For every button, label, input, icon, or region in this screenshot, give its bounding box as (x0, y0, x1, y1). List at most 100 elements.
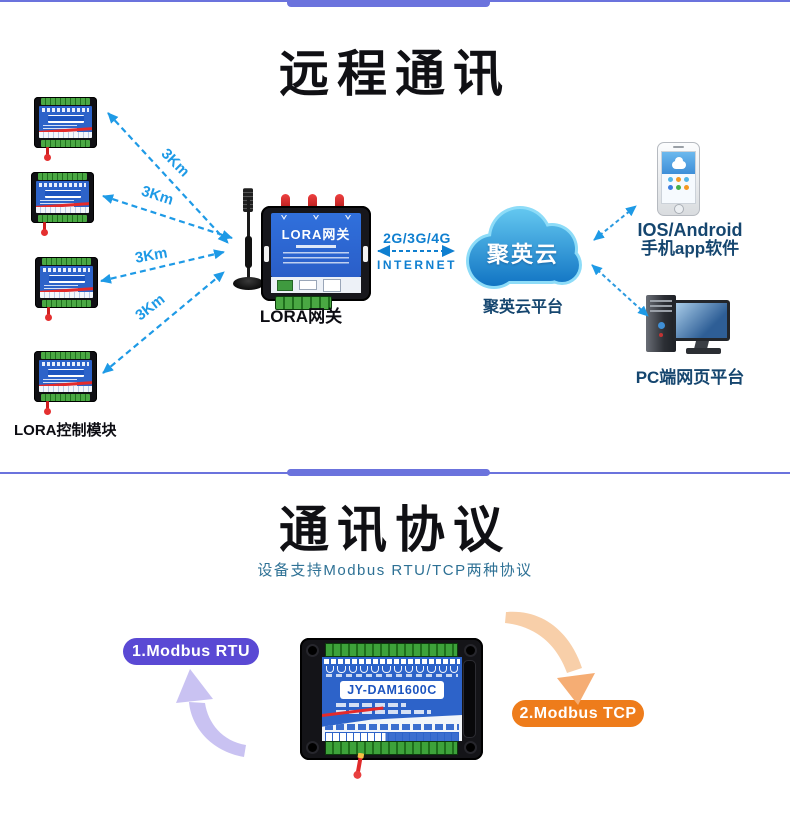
device-spec-line (336, 703, 406, 707)
internet-link: 2G/3G/4G INTERNET (371, 230, 463, 272)
app-cloud-icon (672, 157, 686, 169)
protocol-section-subtitle: 设备支持Modbus RTU/TCP两种协议 (257, 562, 533, 579)
module-antenna-icon (41, 222, 48, 236)
lora-gateway-device: LORA网关 (261, 194, 371, 310)
module-antenna-icon (44, 401, 51, 415)
ethernet-port-icon (323, 278, 341, 292)
module-face (39, 106, 92, 138)
module-terminal-bottom (42, 300, 91, 307)
cloud-icon (466, 206, 582, 289)
gateway-terminal-block (275, 296, 332, 310)
pc-screen (676, 303, 727, 338)
terminal-number-boxes (325, 732, 459, 741)
device-side-slot (463, 660, 476, 738)
module-led-row (39, 183, 86, 187)
top-rule-accent (287, 0, 490, 7)
corner-screw (464, 644, 477, 657)
gateway-antenna-icon (281, 194, 290, 209)
module-led-row (42, 108, 89, 112)
module-model-plate (47, 369, 84, 377)
desktop-computer-icon (646, 291, 734, 359)
cloud-name: 聚英云 (486, 242, 559, 267)
lora-module-1 (34, 97, 97, 161)
module-antenna-icon (45, 307, 52, 321)
gateway-model-line (296, 245, 336, 248)
gateway-antenna-icon (335, 194, 344, 209)
divider-rule-accent (287, 469, 490, 476)
wireless-link-arrow-4 (102, 271, 225, 374)
gateway-face: LORA网关 (271, 213, 361, 277)
gateway-spec-text (283, 252, 349, 265)
module-bottom-strip (39, 132, 92, 138)
module-terminal-top (42, 258, 91, 265)
corner-screw (464, 741, 477, 754)
smartphone-icon (657, 142, 700, 216)
modules-caption: LORA控制模块 (14, 422, 117, 439)
gateway-mount-slot (363, 246, 368, 262)
modbus-rtu-tag: 1.Modbus RTU (123, 638, 259, 665)
phone-screen (661, 151, 696, 204)
module-led-row (43, 268, 90, 272)
device-terminal-top (325, 643, 458, 657)
modbus-tcp-tag: 2.Modbus TCP (512, 700, 644, 727)
relay-symbol-row (322, 664, 462, 673)
pc-tower (646, 295, 676, 352)
wireless-link-arrow-2 (102, 194, 233, 240)
corner-screw (306, 644, 319, 657)
link-distance-label-2: 3Km (139, 183, 175, 209)
gateway-antenna-icon (308, 194, 317, 209)
lora-module-3 (35, 257, 98, 321)
module-terminal-top (41, 352, 90, 359)
pc-drive-bays (650, 300, 672, 313)
module-face (39, 360, 92, 392)
pc-led (659, 333, 663, 337)
wireless-link-arrow-1 (107, 112, 229, 244)
module-terminal-top (41, 98, 90, 105)
module-terminal-bottom (41, 140, 90, 147)
pc-caption: PC端网页平台 (635, 368, 745, 387)
protocol-section-title: 通讯协议 (279, 502, 511, 558)
module-led-row (42, 362, 89, 366)
module-terminal-top (38, 173, 87, 180)
module-model-plate (44, 190, 81, 198)
gateway-face-title: LORA网关 (281, 227, 351, 242)
phone-caption-line2: 手机app软件 (640, 239, 740, 259)
antenna-base (233, 277, 264, 290)
phone-app-grid (662, 174, 695, 190)
cloud-caption: 聚英云平台 (482, 299, 563, 316)
phone-caption: IOS/Android 手机app软件 (628, 220, 752, 259)
terminal-number-row (324, 659, 460, 664)
power-terminal-icon (277, 279, 293, 291)
phone-home-button (673, 204, 684, 214)
device-terminal-bottom (325, 741, 458, 755)
input-glyph-row (325, 724, 459, 730)
sim-slot-icon (299, 280, 317, 290)
phone-caption-line1: IOS/Android (637, 220, 743, 240)
module-model-plate (48, 275, 85, 283)
link-distance-label-3: 3Km (134, 244, 169, 266)
module-terminal-bottom (38, 215, 87, 222)
cloud-pc-arrow (591, 264, 649, 317)
phone-speaker (673, 146, 684, 148)
module-model-plate (47, 115, 84, 123)
modbus-tcp-curved-arrow (505, 611, 595, 705)
out-label-row (326, 674, 458, 677)
dam1600c-device: JY-DAM1600C (300, 638, 483, 777)
remote-section-title: 远程通讯 (279, 46, 511, 102)
device-spec-line (336, 710, 431, 714)
internet-label: INTERNET (377, 258, 457, 272)
wireless-link-arrow-3 (100, 249, 225, 284)
pc-monitor (673, 300, 730, 341)
modbus-rtu-curved-arrow (176, 669, 246, 757)
module-antenna-icon (44, 147, 51, 161)
pc-power-button (657, 322, 665, 329)
device-face: JY-DAM1600C (322, 657, 462, 741)
gateway-caption: LORA网关 (259, 307, 343, 326)
module-bottom-strip (36, 207, 89, 213)
device-model-plate: JY-DAM1600C (340, 681, 444, 699)
module-face (36, 181, 89, 213)
lora-module-2 (31, 172, 94, 236)
link-distance-label-4: 3Km (132, 291, 168, 324)
device-bottom-panel (322, 715, 462, 741)
